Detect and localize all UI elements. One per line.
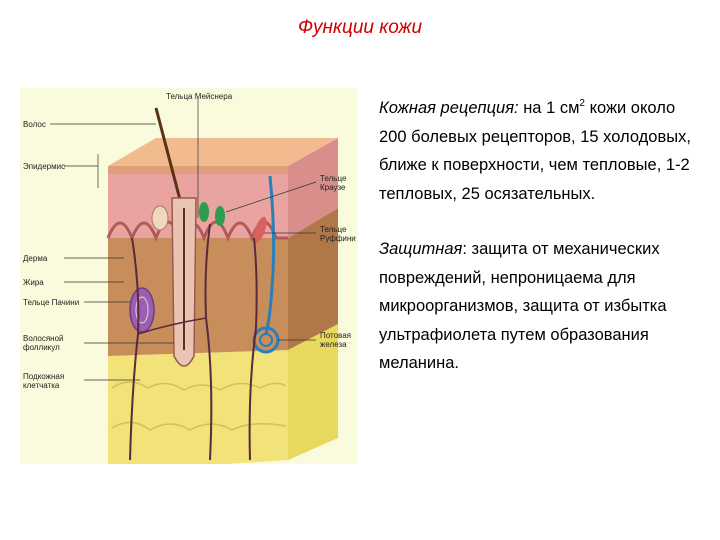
label-meissner: Тельца Мейснера [166, 92, 233, 101]
label-sweat-gland-line1: Потовая [320, 331, 351, 340]
label-follicle: Волосяной фолликул [23, 334, 63, 352]
label-ruffini: Тельце Руффини [320, 225, 356, 243]
text-column: Кожная рецепция: на 1 см2 кожи около 200… [379, 94, 699, 378]
label-krause-line1: Тельце [320, 174, 347, 183]
label-epidermis: Эпидермис [23, 162, 66, 171]
label-pacini: Тельце Пачини [23, 298, 80, 307]
term-skin-reception: Кожная рецепция: [379, 99, 519, 117]
paragraph-protective: Защитная: защита от механических поврежд… [379, 235, 699, 378]
reception-text-part2: кожи около 200 болевых рецепторов, 15 хо… [379, 99, 691, 203]
label-fat: Жира [23, 278, 44, 287]
protective-text: : защита от механических повреждений, не… [379, 240, 667, 372]
skin-diagram [50, 98, 338, 464]
label-hair: Волос [23, 120, 46, 129]
label-subcutaneous-line2: клетчатка [23, 381, 60, 390]
label-subcutaneous-line1: Подкожная [23, 372, 65, 381]
label-sweat-gland-line2: железа [320, 340, 347, 349]
label-sweat-gland: Потовая железа [320, 331, 351, 349]
skin-cross-section-figure: Тельца Мейснера Волос Эпидермис Тельце К… [20, 88, 358, 464]
term-protective: Защитная [379, 240, 463, 258]
label-ruffini-line1: Тельце [320, 225, 347, 234]
slide-title: Функции кожи [297, 17, 423, 38]
label-follicle-line2: фолликул [23, 343, 60, 352]
reception-text-part1: на 1 см [518, 99, 580, 117]
paragraph-skin-reception: Кожная рецепция: на 1 см2 кожи около 200… [379, 94, 699, 208]
label-krause-line2: Краузе [320, 183, 346, 192]
label-follicle-line1: Волосяной [23, 334, 64, 343]
label-krause: Тельце Краузе [320, 174, 346, 192]
label-dermis: Дерма [23, 254, 48, 263]
label-ruffini-line2: Руффини [320, 234, 356, 243]
unit-superscript: 2 [579, 98, 585, 109]
label-subcutaneous: Подкожная клетчатка [23, 372, 64, 390]
